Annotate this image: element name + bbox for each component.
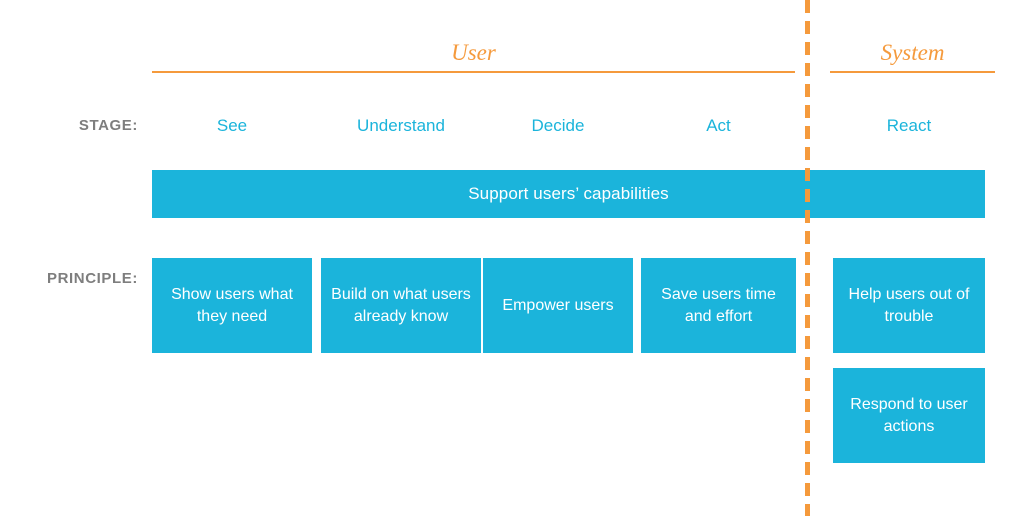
group-rule-system (830, 71, 995, 73)
principle-row-caption: PRINCIPLE: (46, 270, 138, 287)
stage-label-act: Act (706, 116, 731, 135)
principle-box-empower-users: Empower users (483, 258, 633, 353)
principle-box-help-users-out-of-trouble: Help users out of trouble (833, 258, 985, 353)
stage-row-caption: STAGE: (78, 117, 138, 134)
group-label-system: System (880, 40, 945, 65)
stage-label-understand: Understand (357, 116, 445, 135)
stage-label-react: React (886, 116, 932, 135)
stage-label-see: See (216, 116, 248, 135)
group-label-user: User (451, 40, 496, 65)
user-system-divider (805, 0, 810, 516)
principle-box-save-users-time-and-effort: Save users time and effort (641, 258, 796, 353)
principle-box-show-users-what-they-need: Show users what they need (152, 258, 312, 353)
principle-box-build-on-what-users-already-know: Build on what users already know (321, 258, 481, 353)
group-rule-user (152, 71, 795, 73)
principle-box-respond-to-user-actions: Respond to user actions (833, 368, 985, 463)
capability-bar: Support users’ capabilities (152, 170, 985, 218)
stage-label-decide: Decide (531, 116, 585, 135)
